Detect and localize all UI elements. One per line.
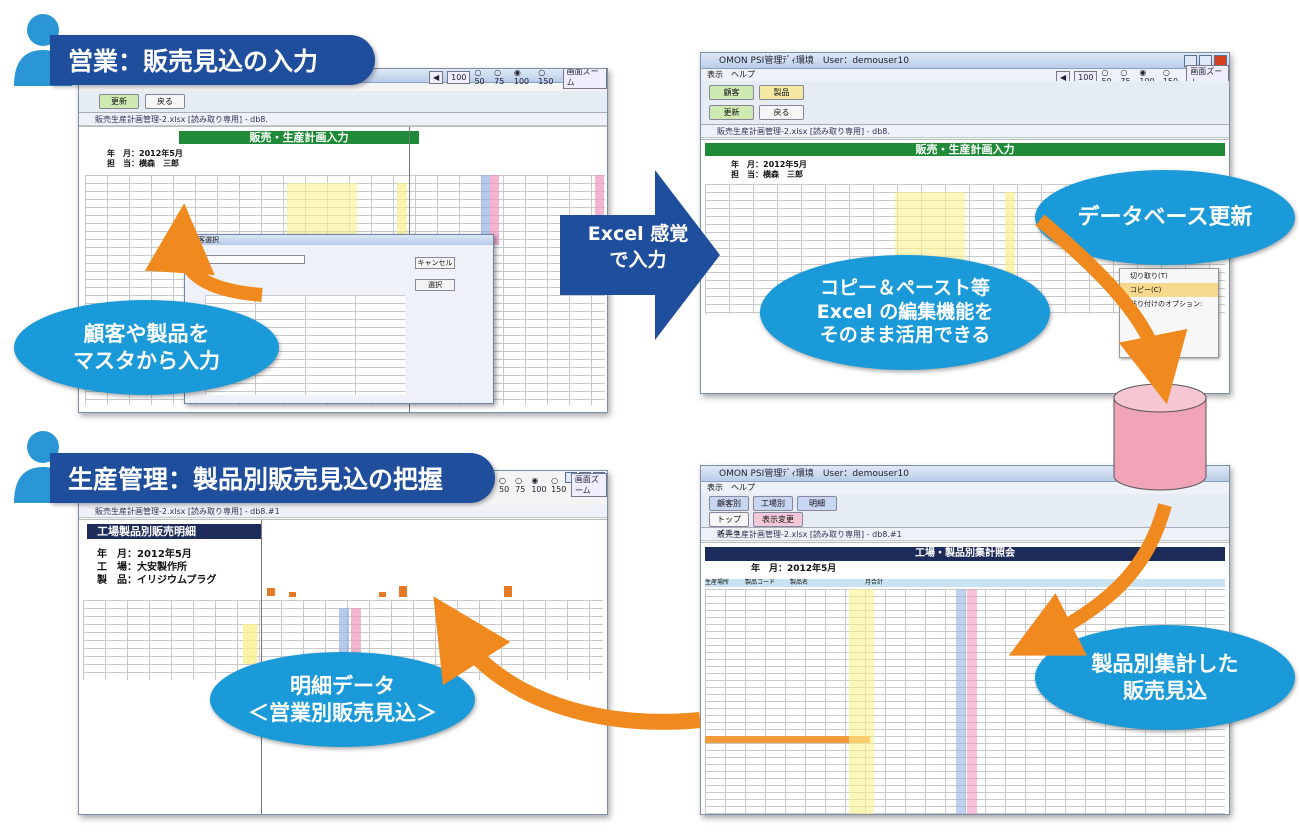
production-balloon: 明細データ ＜営業別販売見込＞ (210, 652, 475, 747)
zoom-prev-icon[interactable]: ◀ (429, 70, 444, 84)
factory-balloon-line1: 製品別集計した (1091, 652, 1239, 677)
sales-meta: 年 月：2012年5月 担 当：横森 三郎 (107, 149, 183, 168)
factory-sheet-title: 工場・製品別集計照会 (705, 547, 1225, 561)
center-arrow-label: Excel 感覚 で入力 (568, 222, 708, 273)
factory-plant-button[interactable]: 工場別 (753, 496, 793, 511)
zoom-opt-75[interactable]: ○75 (515, 476, 526, 494)
customer-dialog-title: 顧客選択 (185, 235, 493, 245)
sales-balloon-line2: マスタから入力 (73, 348, 220, 373)
center-arrow-icon (560, 170, 720, 340)
zoom-opt-75[interactable]: ○75 (494, 68, 505, 86)
database-icon (1113, 383, 1207, 491)
factory-col-total: 月合計 (865, 579, 884, 586)
sales-band-blue (481, 175, 490, 245)
sales-back-button[interactable]: 戻る (145, 94, 185, 109)
production-band-pink (351, 608, 361, 668)
excel-toolbar: 顧客 製品 更新 戻る (701, 81, 1229, 125)
dialog-cancel-button[interactable]: キャンセル (415, 257, 455, 269)
factory-detail-button[interactable]: 明細 (797, 496, 837, 511)
excel-balloon-line1: コピー＆ペースト等 (819, 276, 991, 299)
sales-band-pink (490, 175, 499, 245)
production-heading: 生産管理：製品別販売見込の把握 (50, 453, 495, 503)
factory-customer-button[interactable]: 顧客別 (709, 496, 749, 511)
excel-sheet-title: 販売・生産計画入力 (705, 143, 1225, 156)
production-sheet-title: 工場製品別販売明細 (87, 524, 262, 539)
sales-toolbar: 更新 戻る (79, 91, 607, 113)
menu-item-paste-options[interactable]: 貼り付けのオプション: (1130, 300, 1203, 308)
zoom-opt-150[interactable]: ○150 (551, 476, 567, 494)
zoom-opt-100[interactable]: ◉100 (513, 68, 530, 86)
factory-view-button[interactable]: 表示変更 (753, 512, 803, 527)
context-menu: 切り取り(T) コピー(C) 貼り付けのオプション: (1119, 268, 1219, 358)
factory-band-blue (956, 589, 966, 814)
factory-highlight-row (705, 736, 870, 743)
sales-zoombar: ◀ 100 ○50 ○75 ◉100 ○150 画面ズーム (429, 68, 607, 89)
production-meta: 年 月：2012年5月 工 場：大安製作所 製 品：イリジウムプラグ (97, 549, 217, 586)
production-bar-1 (267, 588, 275, 596)
production-band-yellow (243, 624, 257, 664)
excel-balloon-line3: そのまま活用できる (819, 324, 991, 347)
excel-doc-label: 販売生産計画管理-2.xlsx [読み取り専用] - db8. (701, 125, 1229, 138)
excel-back-button[interactable]: 戻る (759, 105, 804, 120)
production-doc-wrap: 販売生産計画管理-2.xlsx [読み取り専用] - db8.#1 (79, 505, 607, 518)
sales-balloon-line1: 顧客や製品を (83, 322, 210, 347)
excel-band-yellow2 (1005, 192, 1015, 302)
sales-sheet-title: 販売・生産計画入力 (179, 131, 419, 144)
factory-meta: 年 月：2012年5月 (751, 564, 837, 574)
center-arrow-line1: Excel 感覚 (587, 223, 689, 245)
production-window: ○50 ○75 ◉100 ○150 画面ズーム 販売生産計画管理-2.xlsx … (78, 470, 608, 815)
db-update-balloon: データベース更新 (1035, 170, 1295, 265)
factory-balloon: 製品別集計した 販売見込 (1035, 625, 1295, 730)
excel-balloon: コピー＆ペースト等 Excel の編集機能を そのまま活用できる (760, 255, 1050, 370)
factory-toolbar: 顧客別 工場別 明細 トップメニュー 表示変更 (701, 494, 1229, 550)
zoom-opt-100[interactable]: ◉100 (531, 476, 547, 494)
excel-titlebar: OMON PSI管理ﾃﾞｨ環境 User：demouser10 (701, 53, 1229, 69)
production-bar-5 (504, 586, 512, 597)
production-balloon-line2: ＜営業別販売見込＞ (248, 700, 437, 725)
zoom-opt-50[interactable]: ○50 (499, 476, 510, 494)
zoom-reset-button[interactable]: 画面ズーム (570, 473, 607, 497)
sales-balloon: 顧客や製品を マスタから入力 (14, 300, 279, 395)
factory-col-code: 製品コード (745, 579, 776, 586)
zoom-value[interactable]: 100 (447, 70, 471, 84)
sales-window: ◀ 100 ○50 ○75 ◉100 ○150 画面ズーム 更新 戻る 販売生産… (78, 68, 608, 413)
dialog-search-field[interactable] (205, 255, 305, 264)
production-band-blue (339, 608, 349, 668)
production-doc-label: 販売生産計画管理-2.xlsx [読み取り専用] - db8.#1 (79, 505, 607, 518)
production-bar-4 (399, 586, 407, 597)
factory-col-name: 製品名 (790, 579, 809, 586)
menu-item-copy[interactable]: コピー(C) (1120, 283, 1218, 297)
factory-header: 生産場所 製品コード 製品名 月合計 (705, 579, 1225, 587)
factory-topmenu-button[interactable]: トップメニュー (709, 512, 749, 550)
production-bar-2 (289, 592, 296, 597)
production-balloon-line1: 明細データ (290, 674, 395, 699)
menu-item-cut[interactable]: 切り取り(T) (1130, 272, 1168, 280)
sales-doc-label: 販売生産計画管理-2.xlsx [読み取り専用] - db8. (79, 113, 607, 126)
factory-doc-label: 販売生産計画管理-2.xlsx [読み取り専用] - db8.#1 (701, 528, 1229, 541)
sales-update-button[interactable]: 更新 (99, 94, 139, 109)
production-zoombar: ○50 ○75 ◉100 ○150 画面ズーム (499, 473, 607, 497)
dialog-select-button[interactable]: 選択 (415, 279, 455, 291)
excel-update-button[interactable]: 更新 (709, 105, 754, 120)
excel-balloon-line2: Excel の編集機能を (816, 300, 994, 323)
production-bar-3 (379, 592, 386, 597)
factory-menu[interactable]: 表示 ヘルプ (701, 482, 1229, 494)
zoom-reset-button[interactable]: 画面ズーム (562, 69, 607, 89)
factory-col-place: 生産場所 (705, 579, 730, 586)
db-update-balloon-text: データベース更新 (1077, 204, 1253, 230)
excel-customer-button[interactable]: 顧客 (709, 85, 754, 100)
sales-band-pink2 (595, 175, 604, 245)
factory-band-yellow (849, 589, 874, 814)
factory-titlebar: OMON PSI管理ﾃﾞｨ環境 User：demouser10 (701, 466, 1229, 482)
sales-heading: 営業：販売見込の入力 (50, 35, 375, 85)
excel-product-button[interactable]: 製品 (759, 85, 804, 100)
zoom-opt-150[interactable]: ○150 (538, 68, 554, 86)
excel-meta: 年 月：2012年5月 担 当：横森 三郎 (731, 160, 807, 179)
factory-band-pink (967, 589, 977, 814)
center-arrow-line2: で入力 (609, 248, 667, 271)
zoom-opt-50[interactable]: ○50 (474, 68, 485, 86)
factory-balloon-line2: 販売見込 (1123, 678, 1207, 703)
